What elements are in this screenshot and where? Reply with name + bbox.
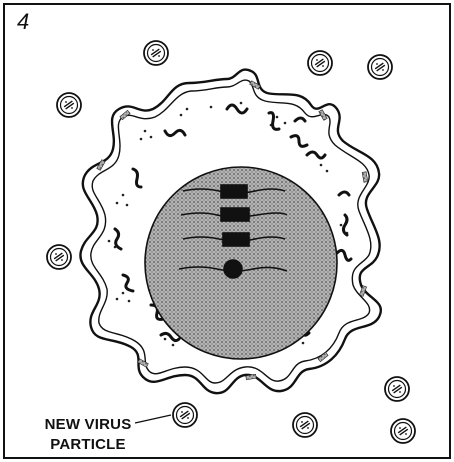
diagram-panel: 4 [3, 3, 451, 459]
infected-cell-illustration [5, 5, 453, 461]
label-line-2: PARTICLE [13, 435, 163, 455]
label-line-1: NEW VIRUS [13, 415, 163, 435]
new-virus-particle-label: NEW VIRUS PARTICLE [13, 415, 163, 455]
